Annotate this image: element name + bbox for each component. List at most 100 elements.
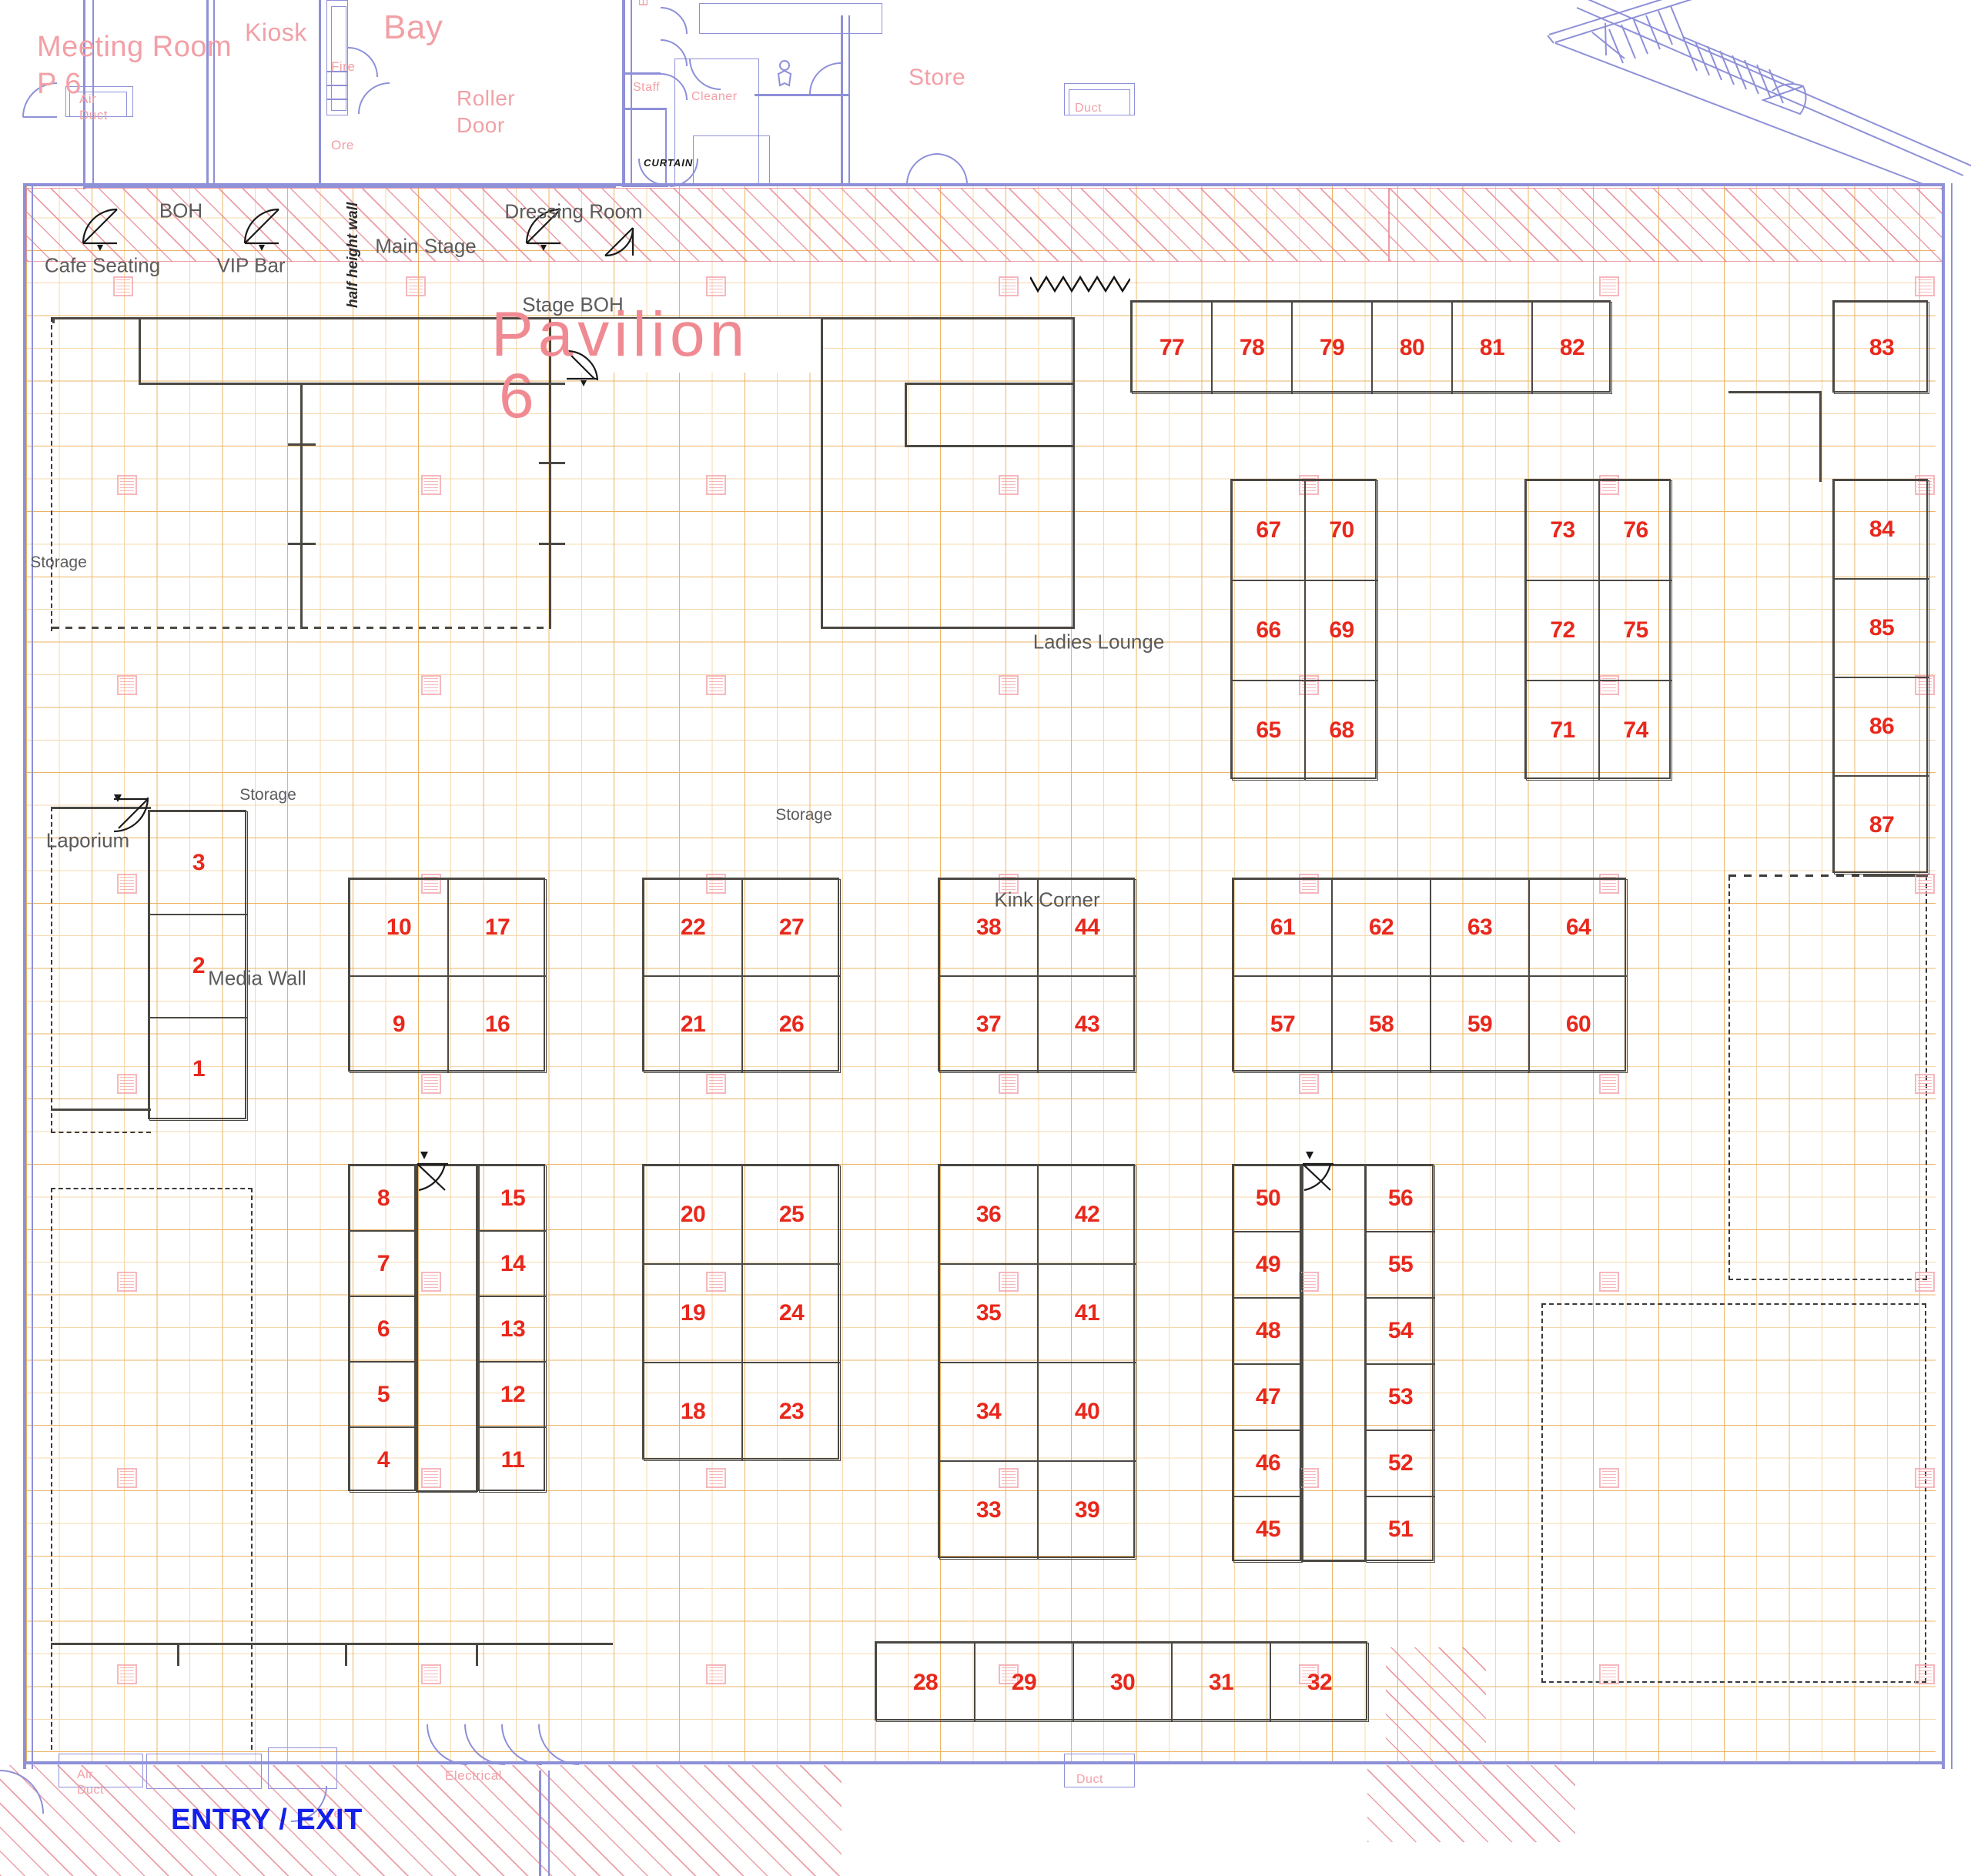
booth-cell[interactable] bbox=[1372, 302, 1452, 394]
booth-cell[interactable] bbox=[1366, 1232, 1435, 1298]
booth-cell[interactable] bbox=[1599, 480, 1672, 580]
booth-cell[interactable] bbox=[742, 976, 841, 1073]
booth-cell[interactable] bbox=[644, 976, 742, 1073]
booth-cell[interactable] bbox=[1233, 1496, 1303, 1563]
booth-cell[interactable] bbox=[876, 1643, 975, 1722]
booth-cell[interactable] bbox=[1532, 302, 1612, 394]
booth-cell[interactable] bbox=[975, 1643, 1073, 1722]
booth-cell[interactable] bbox=[479, 1165, 547, 1231]
booth-cell[interactable] bbox=[1332, 976, 1431, 1073]
booth-block-booth-83: 83 bbox=[1832, 300, 1929, 394]
booth-cell[interactable] bbox=[742, 1264, 841, 1363]
wall-left-inner bbox=[92, 0, 94, 188]
booth-cell[interactable] bbox=[350, 1362, 417, 1427]
booth-cell[interactable] bbox=[350, 1165, 417, 1231]
floor-power-box-icon bbox=[706, 1664, 726, 1684]
booth-cell[interactable] bbox=[479, 1362, 547, 1427]
booth-cell[interactable] bbox=[479, 1427, 547, 1493]
booth-cell[interactable] bbox=[479, 1231, 547, 1296]
booth-cell[interactable] bbox=[742, 879, 841, 976]
booth-cell[interactable] bbox=[1431, 976, 1529, 1073]
booth-cell[interactable] bbox=[1038, 976, 1136, 1073]
booth-cell[interactable] bbox=[1305, 681, 1378, 781]
booth-cell[interactable] bbox=[1232, 480, 1305, 580]
booth-cell[interactable] bbox=[939, 1461, 1038, 1560]
booth-cell[interactable] bbox=[1529, 976, 1628, 1073]
booth-cell[interactable] bbox=[1366, 1165, 1435, 1232]
booth-cell[interactable] bbox=[939, 879, 1038, 976]
booth-cell[interactable] bbox=[1038, 1264, 1136, 1363]
booth-cell[interactable] bbox=[1526, 681, 1599, 781]
booth-cell[interactable] bbox=[350, 1231, 417, 1296]
booth-cell[interactable] bbox=[1526, 580, 1599, 681]
booth-cell[interactable] bbox=[1834, 776, 1929, 874]
booth-cell[interactable] bbox=[1270, 1643, 1369, 1722]
booth-cell[interactable] bbox=[149, 1018, 248, 1121]
booth-cell[interactable] bbox=[1233, 1430, 1303, 1496]
booth-cell[interactable] bbox=[1834, 579, 1929, 677]
booth-cell[interactable] bbox=[1038, 1165, 1136, 1264]
booth-cell[interactable] bbox=[1529, 879, 1628, 976]
booth-cell[interactable] bbox=[939, 1165, 1038, 1264]
toilet-block bbox=[699, 3, 882, 34]
booth-cell[interactable] bbox=[1292, 302, 1372, 394]
booth-cell[interactable] bbox=[350, 1427, 417, 1493]
booth-cell[interactable] bbox=[644, 1165, 742, 1264]
booth-cell[interactable] bbox=[1212, 302, 1292, 394]
booth-number: 66 bbox=[1256, 617, 1281, 643]
booth-cell[interactable] bbox=[644, 1264, 742, 1363]
booth-cell[interactable] bbox=[350, 976, 448, 1073]
booth-cell[interactable] bbox=[644, 879, 742, 976]
booth-cell[interactable] bbox=[939, 1363, 1038, 1461]
booth-number: 60 bbox=[1565, 1012, 1591, 1037]
booth-cell[interactable] bbox=[1232, 580, 1305, 681]
booth-number: 68 bbox=[1329, 717, 1354, 743]
wall-meeting-room-right2 bbox=[213, 0, 215, 186]
booth-cell[interactable] bbox=[1038, 879, 1136, 976]
booth-cell[interactable] bbox=[939, 1264, 1038, 1363]
booth-cell[interactable] bbox=[742, 1363, 841, 1461]
booth-cell[interactable] bbox=[1233, 1298, 1303, 1364]
booth-cell[interactable] bbox=[479, 1296, 547, 1362]
booth-cell[interactable] bbox=[1172, 1643, 1270, 1722]
booth-cell[interactable] bbox=[448, 976, 547, 1073]
booth-cell[interactable] bbox=[1526, 480, 1599, 580]
booth-cell[interactable] bbox=[1332, 879, 1431, 976]
booth-cell[interactable] bbox=[1233, 976, 1332, 1073]
booth-cell[interactable] bbox=[1366, 1430, 1435, 1496]
booth-cell[interactable] bbox=[1038, 1461, 1136, 1560]
booth-number: 32 bbox=[1307, 1669, 1333, 1695]
booth-cell[interactable] bbox=[1834, 302, 1929, 394]
booth-cell[interactable] bbox=[742, 1165, 841, 1264]
booth-number: 39 bbox=[1074, 1497, 1100, 1523]
booth-cell[interactable] bbox=[1233, 1364, 1303, 1430]
booth-cell[interactable] bbox=[1366, 1496, 1435, 1563]
booth-cell[interactable] bbox=[1305, 480, 1378, 580]
booth-cell[interactable] bbox=[644, 1363, 742, 1461]
booth-cell[interactable] bbox=[149, 915, 248, 1018]
booth-cell[interactable] bbox=[350, 1296, 417, 1362]
booth-cell[interactable] bbox=[448, 879, 547, 976]
booth-cell[interactable] bbox=[1233, 1165, 1303, 1232]
booth-cell[interactable] bbox=[1599, 580, 1672, 681]
booth-cell[interactable] bbox=[1366, 1364, 1435, 1430]
booth-cell[interactable] bbox=[1073, 1643, 1172, 1722]
booth-cell[interactable] bbox=[1233, 1232, 1303, 1298]
booth-cell[interactable] bbox=[1834, 677, 1929, 776]
wall-toilet-bottom bbox=[755, 94, 850, 96]
booth-cell[interactable] bbox=[1431, 879, 1529, 976]
booth-cell[interactable] bbox=[939, 976, 1038, 1073]
booth-cell[interactable] bbox=[1366, 1298, 1435, 1364]
booth-cell[interactable] bbox=[350, 879, 448, 976]
booth-cell[interactable] bbox=[1452, 302, 1532, 394]
booth-cell[interactable] bbox=[1599, 681, 1672, 781]
booth-cell[interactable] bbox=[1305, 580, 1378, 681]
booth-cell[interactable] bbox=[1834, 480, 1929, 579]
booth-cell[interactable] bbox=[1038, 1363, 1136, 1461]
booth-cell[interactable] bbox=[1233, 879, 1332, 976]
booth-cell[interactable] bbox=[149, 811, 248, 915]
booth-cell[interactable] bbox=[1132, 302, 1212, 394]
booth-cell[interactable] bbox=[1232, 681, 1305, 781]
